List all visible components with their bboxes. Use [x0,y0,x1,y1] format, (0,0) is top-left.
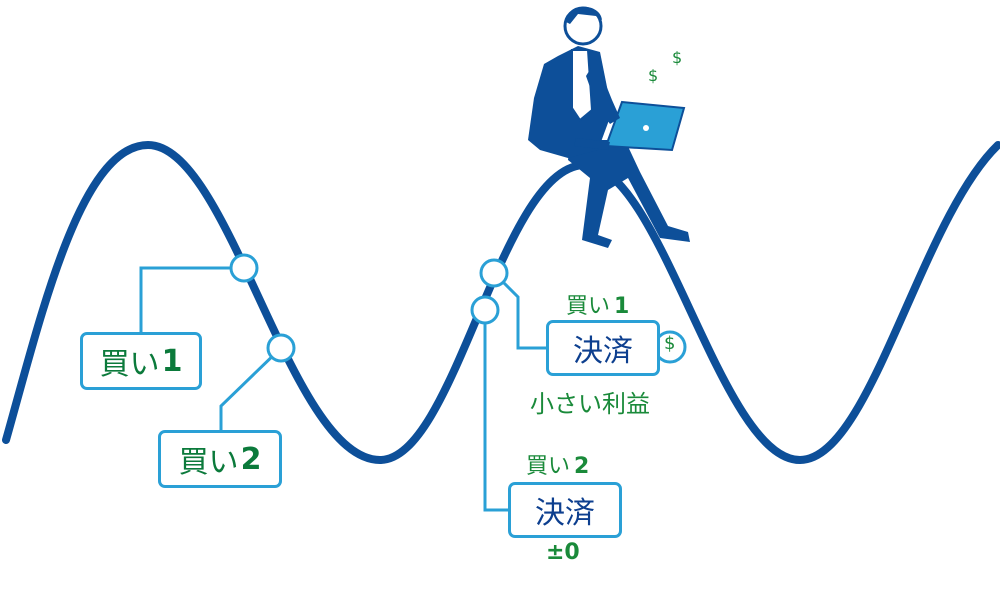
settle1-coin-symbol: $ [664,333,676,354]
man-hair-icon [566,6,602,24]
dollar-sign-1-icon: $ [648,66,659,85]
settle2-connector [483,310,510,512]
laptop-logo-icon [643,125,649,131]
settle2-point [470,295,500,325]
dollar-sign-2-icon: $ [672,48,683,67]
man-arm-icon [586,60,620,124]
settle2-box-text: 決済 [535,496,595,531]
buy1-point [229,253,259,283]
buy1-box-num: 1 [161,343,183,379]
businessman-illustration [528,6,690,248]
settle1-above-text: 買い [566,294,611,319]
man-legs-icon [568,140,690,248]
buy1-box-text: 買い [99,347,160,382]
settle2-above-num: 2 [574,454,590,479]
buy2-box-text: 買い [178,445,239,480]
buy2-connector [219,346,283,430]
settle1-below-label: 小さい利益 [530,390,650,418]
price-wave [2,140,1000,465]
settle1-box-text: 決済 [573,334,633,369]
settle1-point [479,258,509,288]
connector-lines [139,266,548,512]
settle1-connector [492,271,548,350]
buy1-connector [139,266,244,333]
settle2-box: 決済 [508,482,622,538]
man-shirt-icon [571,49,594,122]
laptop-base-icon [574,138,610,150]
settle2-below-label: ±0 [546,540,580,565]
settle1-above-num: 1 [614,294,630,319]
buy2-point [266,333,296,363]
buy2-box-num: 2 [240,441,262,477]
settle1-box: 決済 [546,320,660,376]
wave-points [229,253,509,363]
settle2-above-text: 買い [526,454,571,479]
